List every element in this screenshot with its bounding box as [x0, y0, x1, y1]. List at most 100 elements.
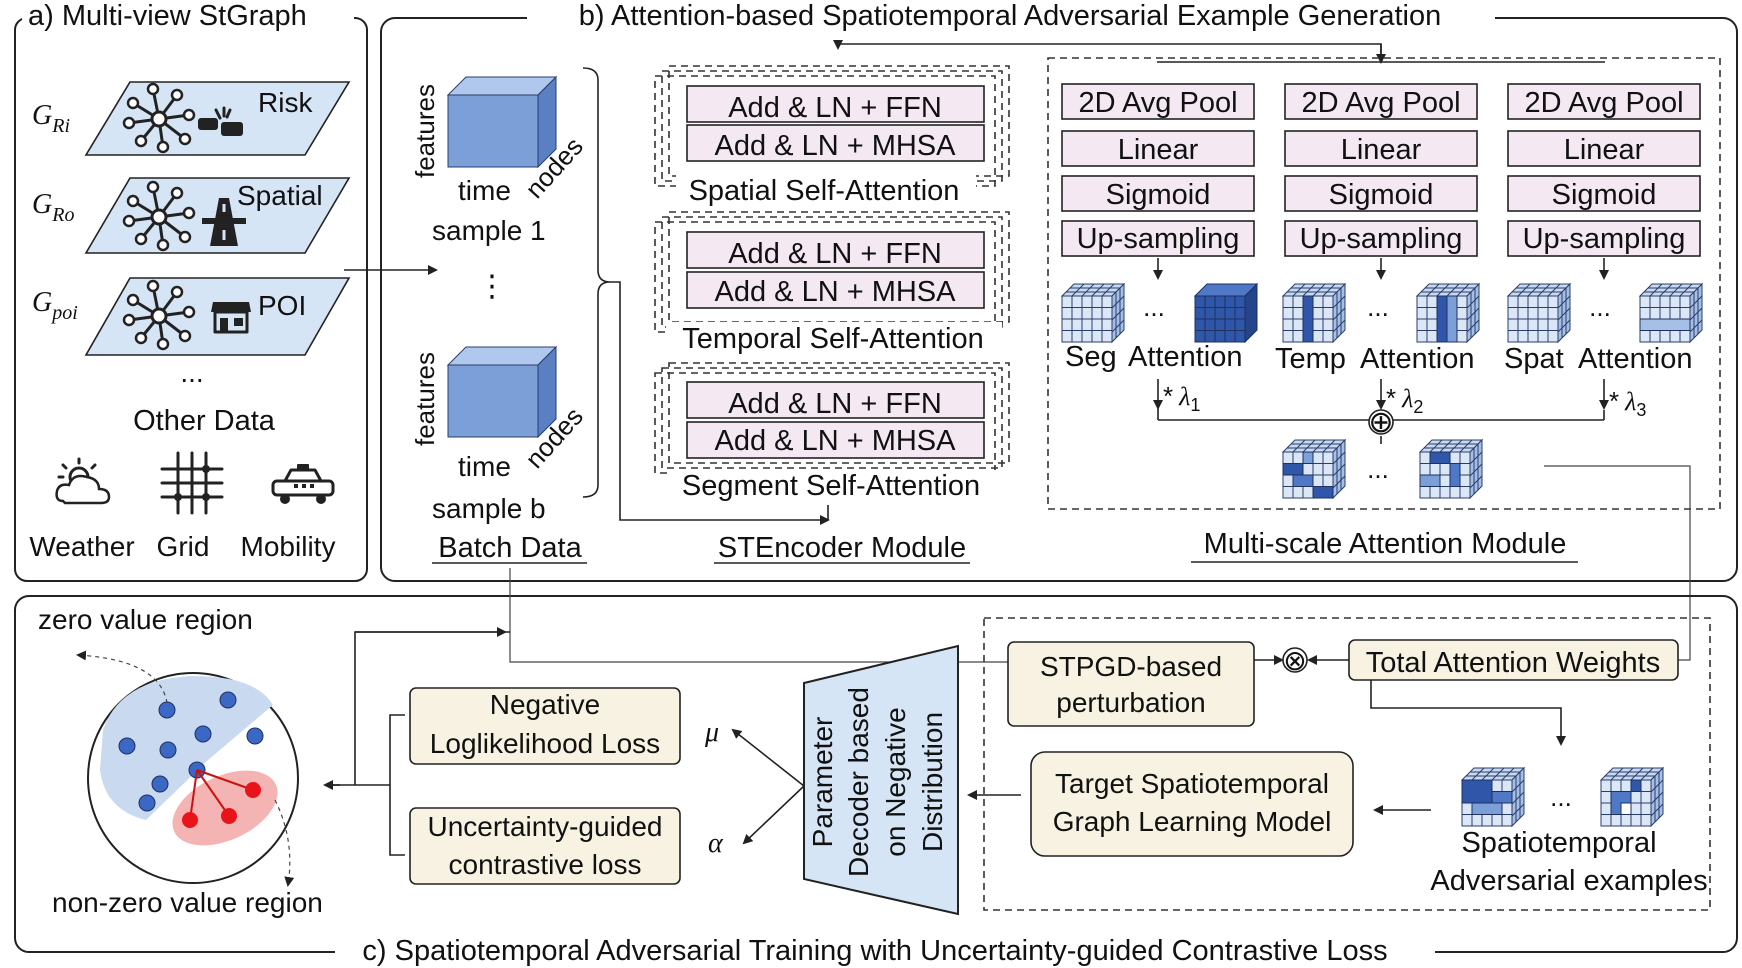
svg-text:...: ... [1589, 292, 1611, 322]
step-upsampling: Up-sampling [1077, 223, 1240, 255]
svg-text:Graph Learning Model: Graph Learning Model [1053, 806, 1332, 837]
svg-text:Parameter: Parameter [807, 717, 838, 848]
spatial-self-attention-label: Spatial Self-Attention [689, 175, 960, 207]
graph-view-poi: Gpoi POI [32, 277, 351, 356]
grid-icon [160, 451, 224, 515]
stencoder-label: STEncoder Module [718, 532, 966, 564]
step-avg-pool: 2D Avg Pool [1078, 87, 1237, 119]
scale-prefix-seg: Seg [1065, 341, 1117, 373]
parameter-decoder: Parameter Decoder based on Negative Dist… [803, 644, 959, 916]
encoder-ffn-label: Add & LN + FFN [728, 238, 942, 270]
other-data-label: Other Data [133, 405, 276, 437]
encoder-ffn-label: Add & LN + FFN [728, 388, 942, 420]
scale-column-spat: 2D Avg Pool Linear Sigmoid Up-sampling .… [1504, 83, 1703, 420]
svg-text:Adversarial examples: Adversarial examples [1430, 865, 1707, 897]
multiscale-attention-module: 2D Avg Pool Linear Sigmoid Up-sampling .… [1047, 57, 1721, 661]
multiscale-label: Multi-scale Attention Module [1204, 528, 1567, 560]
target-model-box: Target Spatiotemporal Graph Learning Mod… [1030, 751, 1354, 857]
more-views-ellipsis: ... [180, 357, 203, 388]
mu-symbol: μ [704, 717, 719, 748]
adversarial-examples: ... Spatiotemporal Adversarial examples [1430, 767, 1708, 897]
panel-b: b) Attention-based Spatiotemporal Advers… [344, 0, 1738, 661]
step-sigmoid: Sigmoid [1106, 179, 1211, 211]
svg-text:Distribution: Distribution [917, 712, 948, 852]
weather-icon [55, 457, 111, 505]
svg-text:...: ... [1367, 292, 1389, 322]
svg-text:on Negative: on Negative [880, 707, 911, 856]
encoder-block-spatial: Add & LN + FFN Add & LN + MHSA Spatial S… [654, 65, 1010, 210]
axis-time-b: time [458, 451, 511, 482]
step-linear: Linear [1564, 134, 1645, 166]
step-linear: Linear [1341, 134, 1422, 166]
graph-symbol-spatial: GRo [32, 189, 74, 226]
multiply-operator: ⊗ [1283, 645, 1306, 676]
svg-text:Uncertainty-guided: Uncertainty-guided [427, 811, 662, 842]
svg-text:Decoder based: Decoder based [843, 687, 874, 877]
svg-text:contrastive loss: contrastive loss [449, 849, 642, 880]
svg-text:...: ... [1367, 454, 1389, 484]
scale-column-seg: 2D Avg Pool Linear Sigmoid Up-sampling .… [1061, 83, 1259, 415]
attention-to-total-connector [1544, 465, 1691, 661]
step-avg-pool: 2D Avg Pool [1524, 87, 1683, 119]
graph-view-spatial: GRo Spatial [32, 177, 351, 254]
encoder-mhsa-label: Add & LN + MHSA [715, 425, 957, 457]
panel-a: a) Multi-view StGraph GRi Risk GRo [14, 0, 368, 582]
svg-text:Spatiotemporal: Spatiotemporal [1461, 827, 1656, 859]
nonzero-region-label: non-zero value region [52, 887, 323, 918]
axis-time-1: time [458, 175, 511, 206]
svg-text:*λ2: *λ2 [1386, 383, 1423, 417]
step-sigmoid: Sigmoid [1552, 179, 1657, 211]
batch-to-stpgd-connector [509, 568, 1008, 663]
alpha-symbol: α [708, 828, 724, 859]
temporal-self-attention-label: Temporal Self-Attention [682, 323, 983, 355]
encoder-block-segment: Add & LN + FFN Add & LN + MHSA Segment S… [654, 362, 1010, 504]
scale-attn-temp: Attention [1360, 343, 1474, 375]
graph-view-risk: GRi Risk [32, 81, 351, 156]
samples-vdots: ⋮ [477, 270, 507, 303]
axis-features-1: features [410, 84, 440, 178]
panel-a-title: a) Multi-view StGraph [28, 0, 307, 32]
graph-label-spatial: Spatial [237, 180, 323, 211]
other-data-grid: Grid [157, 531, 210, 562]
car-crash-icon [198, 106, 243, 136]
batch-to-encoder-arrow [610, 281, 830, 525]
scale-attn-seg: Attention [1128, 341, 1242, 373]
other-data-mobility: Mobility [241, 531, 336, 562]
taxi-icon [271, 464, 335, 504]
sample-cube-b [447, 346, 557, 438]
axis-features-b: features [410, 352, 440, 446]
nll-loss-box: Negative Loglikelihood Loss [409, 687, 681, 765]
scale-prefix-temp: Temp [1275, 343, 1346, 375]
scale-attn-spat: Attention [1578, 343, 1692, 375]
svg-text:Total Attention Weights: Total Attention Weights [1366, 647, 1660, 679]
sample-last-label: sample b [432, 493, 546, 524]
svg-text:...: ... [1550, 782, 1572, 812]
encoder-block-temporal: Add & LN + FFN Add & LN + MHSA Temporal … [654, 211, 1010, 358]
batch-bracket [582, 67, 611, 498]
step-linear: Linear [1118, 134, 1199, 166]
encoder-mhsa-label: Add & LN + MHSA [715, 276, 957, 308]
svg-text:perturbation: perturbation [1056, 687, 1205, 718]
svg-text:Loglikelihood Loss: Loglikelihood Loss [430, 728, 660, 759]
svg-text:*λ3: *λ3 [1609, 386, 1646, 420]
sample-cube-1 [447, 76, 557, 168]
zero-value-nodes [118, 691, 264, 812]
segment-self-attention-label: Segment Self-Attention [682, 470, 980, 502]
graph-label-risk: Risk [258, 87, 313, 118]
encoder-ffn-label: Add & LN + FFN [728, 92, 942, 124]
stpgd-box: STPGD-based perturbation [1007, 641, 1255, 727]
graph-label-poi: POI [258, 290, 306, 321]
svg-text:...: ... [1143, 292, 1165, 322]
other-data-weather: Weather [29, 531, 134, 562]
svg-text:Target Spatiotemporal: Target Spatiotemporal [1055, 768, 1329, 799]
panel-b-title: b) Attention-based Spatiotemporal Advers… [579, 0, 1441, 32]
panel-c: c) Spatiotemporal Adversarial Training w… [14, 568, 1738, 967]
svg-text:Negative: Negative [490, 689, 601, 720]
sum-operator: ⊕ [1368, 406, 1393, 439]
road-icon [202, 198, 246, 246]
store-icon [211, 302, 251, 334]
contrastive-loss-box: Uncertainty-guided contrastive loss [409, 807, 681, 885]
batch-data-label: Batch Data [438, 532, 582, 564]
region-diagram: zero value region non-zero value region [38, 604, 323, 918]
